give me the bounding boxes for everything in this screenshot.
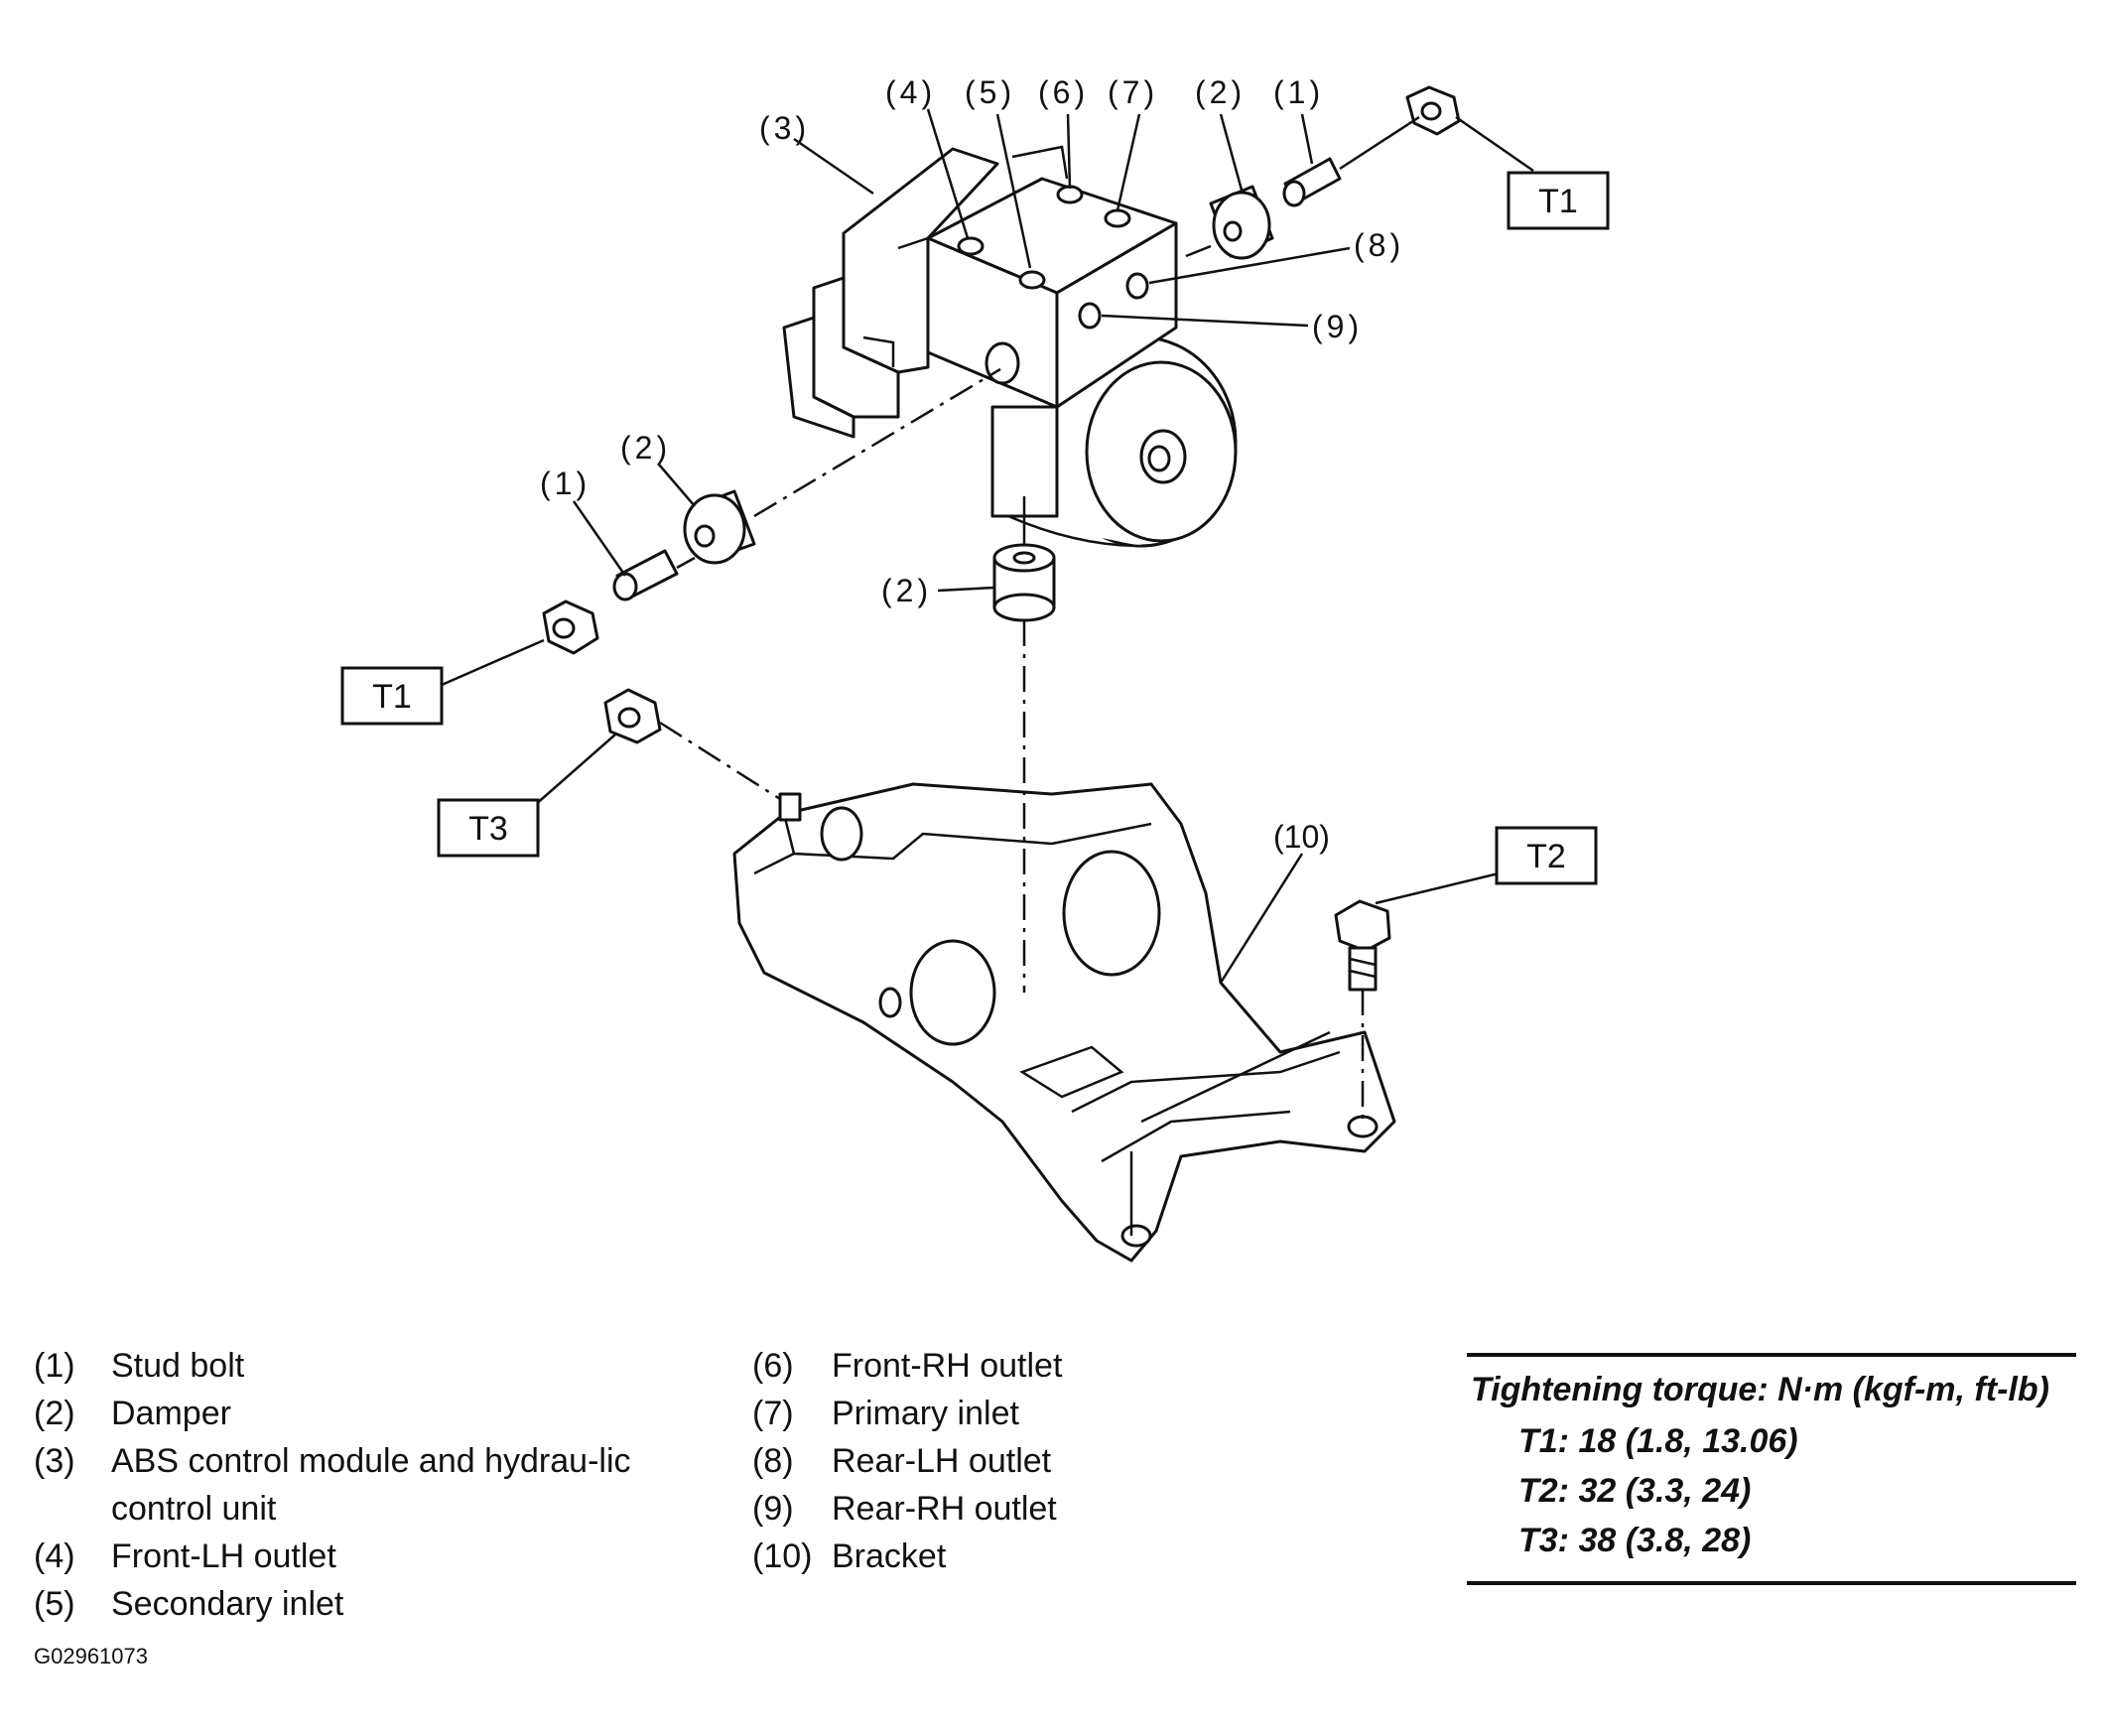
legend-item: (4) Front-LH outlet: [34, 1533, 689, 1580]
torque-t2: T2: 32 (3.3, 24): [1518, 1472, 1752, 1510]
legend-number: (7): [752, 1395, 794, 1432]
callout-1-left: (1): [540, 466, 591, 501]
legend-text: Bracket: [832, 1537, 947, 1575]
callout-3: (3): [759, 110, 810, 146]
legend-number: (5): [34, 1585, 75, 1623]
legend-text: Secondary inlet: [111, 1585, 344, 1623]
legend-text: Front-LH outlet: [111, 1537, 336, 1575]
legend-number: (3): [34, 1442, 75, 1480]
legend-item: (1) Stud bolt: [34, 1342, 689, 1390]
callout-5: (5): [965, 74, 1015, 110]
callout-2-left: (2): [620, 430, 671, 466]
legend-number: (4): [34, 1537, 75, 1575]
leader-lines: [441, 108, 1534, 984]
legend-left: (1) Stud bolt (2) Damper (3) ABS control modu…: [34, 1342, 689, 1628]
legend-text: Front-RH outlet: [832, 1347, 1063, 1385]
legend-item: (3) ABS control module and hydrau-lic con…: [34, 1437, 689, 1533]
callout-1-top: (1): [1273, 74, 1324, 110]
torque-table: Tightening torque: N·m (kgf-m, ft-lb) T1…: [1467, 1353, 2076, 1585]
legend-item: (7) Primary inlet: [752, 1390, 1308, 1437]
torque-heading: Tightening torque: N·m (kgf-m, ft-lb): [1471, 1371, 2049, 1408]
legend-item: (6) Front-RH outlet: [752, 1342, 1308, 1390]
torque-box-t3: T3: [437, 798, 540, 858]
figure-id: G02961073: [34, 1644, 148, 1669]
legend-number: (9): [752, 1490, 794, 1528]
legend-text: Rear-RH outlet: [832, 1490, 1057, 1528]
torque-t3: T3: 38 (3.8, 28): [1518, 1522, 1752, 1559]
abs-hydraulic-unit: [782, 145, 1238, 548]
torque-box-label: T1: [1538, 183, 1578, 220]
torque-boxes: T1 T1 T3 T2: [340, 171, 1610, 885]
legend-item: (9) Rear-RH outlet: [752, 1485, 1308, 1533]
callout-4: (4): [885, 74, 936, 110]
assembly-lines: [659, 115, 1420, 1122]
torque-t1: T1: 18 (1.8, 13.06): [1518, 1422, 1798, 1460]
torque-box-label: T1: [372, 678, 412, 716]
bracket: [732, 782, 1396, 1263]
legend-item: (8) Rear-LH outlet: [752, 1437, 1308, 1485]
callout-7: (7): [1108, 74, 1158, 110]
legend-item: (2) Damper: [34, 1390, 689, 1437]
callout-8: (8): [1354, 227, 1404, 263]
legend-number: (2): [34, 1395, 75, 1432]
callout-2-top: (2): [1195, 74, 1246, 110]
legend-item: (5) Secondary inlet: [34, 1580, 689, 1628]
callout-10: (10): [1273, 819, 1330, 855]
torque-box-label: T2: [1526, 838, 1566, 875]
callout-2-bottom: (2): [881, 573, 932, 608]
hardware: [542, 85, 1461, 992]
callout-labels: (1) (2) (3) (4) (5) (6) (7) (8) (9) (1) …: [540, 74, 1404, 855]
legend-number: (10): [752, 1537, 813, 1575]
legend-text: ABS control module and hydrau-lic contro…: [111, 1442, 631, 1528]
legend-number: (6): [752, 1347, 794, 1385]
legend-number: (1): [34, 1347, 75, 1385]
legend-text: Primary inlet: [832, 1395, 1019, 1432]
legend-text: Damper: [111, 1395, 231, 1432]
torque-box-t1-right: T1: [1507, 171, 1610, 230]
legend-text: Stud bolt: [111, 1347, 245, 1385]
torque-box-label: T3: [468, 810, 508, 848]
torque-box-t2: T2: [1495, 826, 1598, 885]
torque-box-t1-left: T1: [340, 666, 444, 726]
legend-number: (8): [752, 1442, 794, 1480]
legend-item: (10) Bracket: [752, 1533, 1308, 1580]
callout-6: (6): [1038, 74, 1089, 110]
legend-right: (6) Front-RH outlet (7) Primary inlet (8) Rea…: [752, 1342, 1308, 1580]
legend-text: Rear-LH outlet: [832, 1442, 1052, 1480]
callout-9: (9): [1312, 309, 1363, 344]
